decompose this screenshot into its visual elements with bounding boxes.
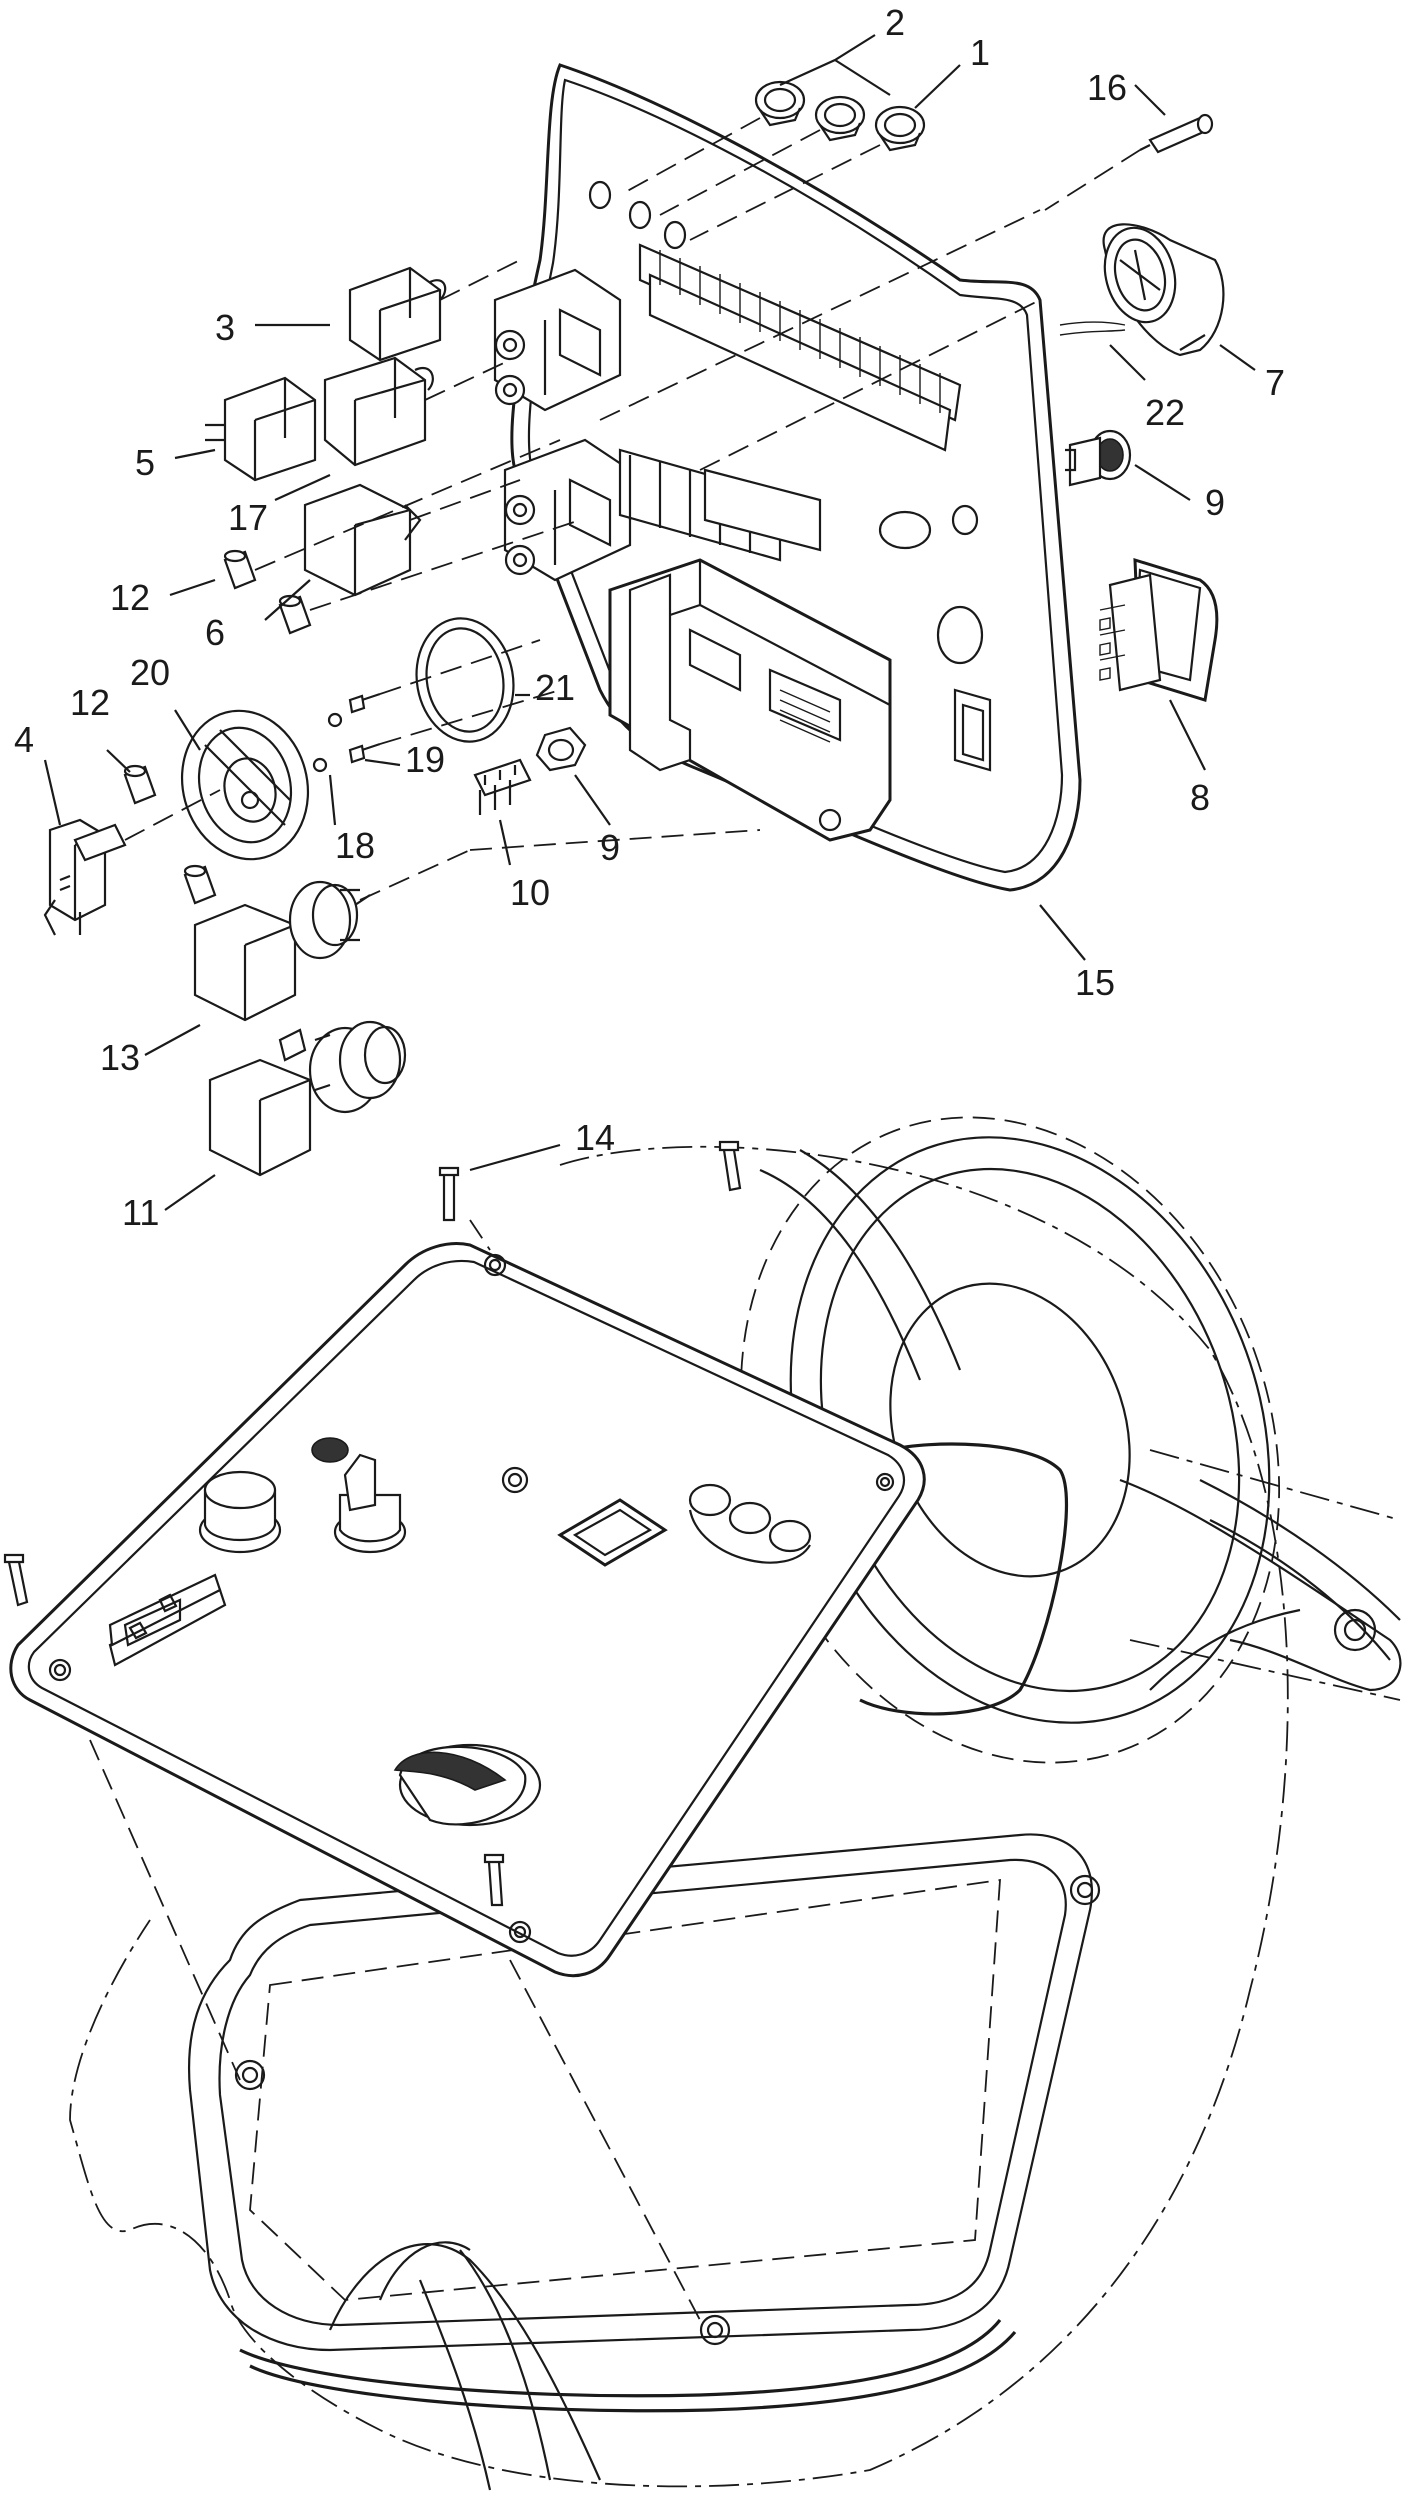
bushings-1-2: [619, 80, 926, 241]
rocker-switch-8: [1099, 557, 1219, 702]
callout-12-bottom: 12: [70, 682, 110, 723]
callout-2: 2: [885, 2, 905, 43]
callout-14: 17: [228, 497, 268, 538]
rear-panel-17: [493, 63, 1082, 892]
callout-13: 16: [1087, 67, 1127, 108]
callout-16: 14: [575, 1117, 615, 1158]
callout-1: 1: [970, 32, 990, 73]
callout-12-top: 12: [110, 577, 150, 618]
callout-22: 22: [1145, 392, 1185, 433]
relay-6: [303, 479, 521, 597]
control-panel-plate: [9, 1242, 926, 1978]
emergency-stop-11: [208, 1020, 407, 1177]
callout-6: 6: [205, 612, 225, 653]
callout-5: 5: [135, 442, 155, 483]
callout-10: 10: [510, 872, 550, 913]
callout-7: 7: [1265, 362, 1285, 403]
callout-4: 4: [14, 719, 34, 760]
callout-21: 21: [535, 667, 575, 708]
switch-9-top: [1065, 429, 1132, 487]
callout-15: 13: [100, 1037, 140, 1078]
vehicle-body-outline: [69, 1116, 1402, 2491]
bezel-7-22: [1059, 223, 1225, 357]
callout-8: 8: [1190, 777, 1210, 818]
callout-9-bottom: 9: [600, 827, 620, 868]
leader-lines: [43, 34, 1256, 1211]
callout-17: 15: [1075, 962, 1115, 1003]
callout-3: 3: [215, 307, 235, 348]
callout-labels: 2 1 16 3 7 22 5 9 17 12 6 20 21 12 4 19 …: [14, 2, 1285, 1233]
bezel-18: [180, 709, 310, 861]
screws-19-20: [312, 639, 561, 773]
pin-13: [1044, 113, 1214, 211]
terminal-block-10: [473, 758, 532, 815]
selector-switch-4: [43, 789, 221, 936]
key-switch-15: [193, 829, 761, 1022]
relays-3-5-14: [205, 259, 521, 482]
screw-16-group: [3, 1140, 742, 2321]
callout-9-top: 9: [1205, 482, 1225, 523]
callout-18: 20: [130, 652, 170, 693]
seal-ring-21: [415, 617, 515, 743]
callout-20: 19: [405, 739, 445, 780]
callout-11: 11: [122, 1192, 159, 1233]
nut-9-bottom: [535, 726, 587, 772]
callout-19: 18: [335, 825, 375, 866]
